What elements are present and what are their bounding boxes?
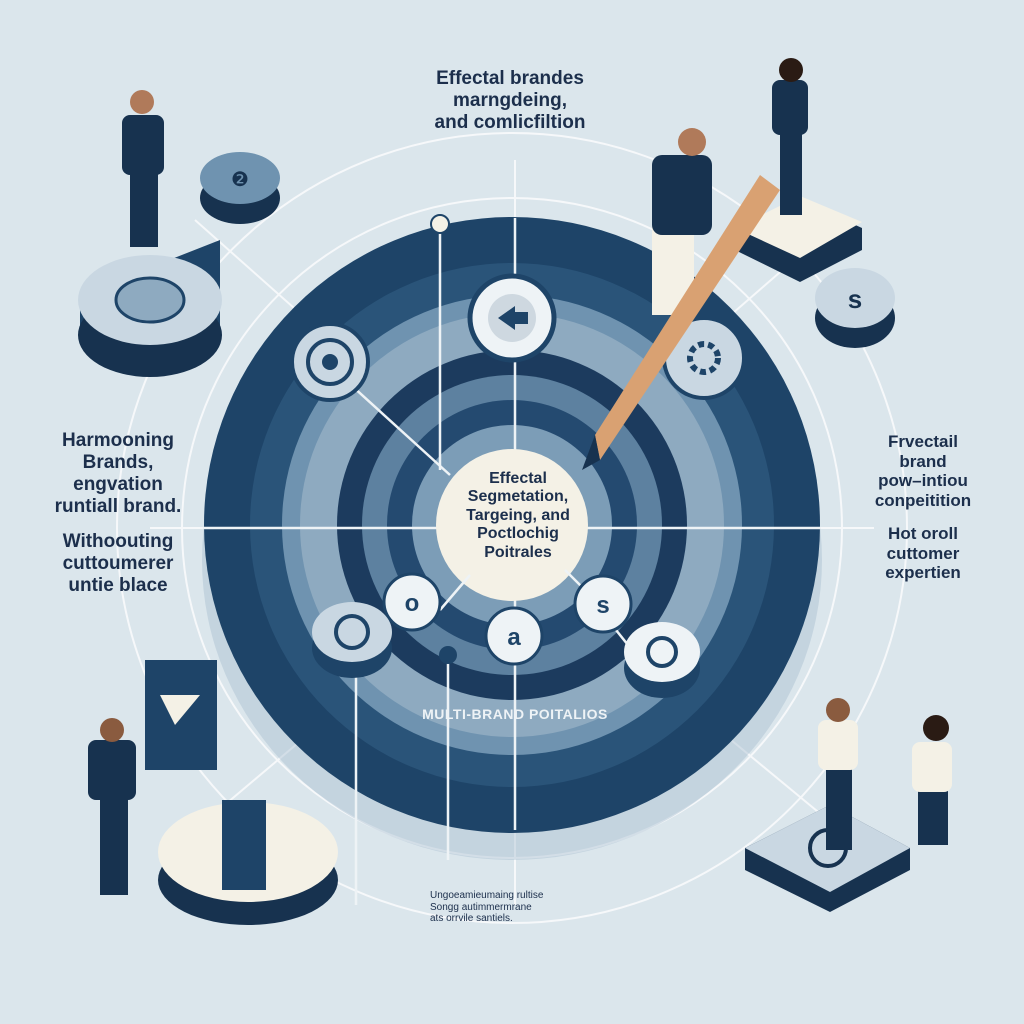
bottom-caption: Ungoeamieumaing rultise Songg autimmermr… (430, 890, 544, 924)
left-caption: Harmooning Brands, engvation runtiall br… (54, 430, 182, 597)
arrow-node-top (467, 273, 557, 363)
platform-right-swap: s (815, 268, 895, 348)
pencil-icon (595, 175, 780, 460)
top-caption: Effectal brandes marngdeing, and comlicf… (434, 68, 586, 133)
node-letter-o: o (405, 590, 420, 617)
platform-right-top (735, 58, 862, 282)
platform-left-bottom (88, 660, 338, 925)
node-letter-a: a (507, 624, 521, 651)
target-node-bottom-left (312, 602, 392, 678)
letter-node-s: s (573, 574, 633, 634)
target-node-left (290, 322, 370, 402)
pin-icon (439, 646, 457, 664)
platform-right-bottom (745, 698, 952, 912)
swap-icon: s (848, 284, 862, 314)
ring-label-bottom: MULTI-BRAND POITALIOS (422, 706, 608, 722)
arrow-icon (498, 306, 528, 330)
letter-node-a: a (484, 606, 544, 666)
platform-small-top: ❷ (200, 152, 280, 224)
target-icon (334, 614, 370, 650)
node-letter-s: s (596, 592, 609, 619)
center-hub (436, 449, 588, 601)
person-with-pencil (582, 128, 780, 470)
letter-node-o: o (382, 572, 442, 632)
target-icon (306, 338, 354, 386)
svg-text:❷: ❷ (231, 169, 249, 191)
target-node-bottom-right (624, 622, 700, 698)
platform-left-top (78, 90, 222, 377)
pin-icon (430, 214, 450, 234)
swap-icon (160, 695, 200, 725)
target-icon (646, 636, 678, 668)
gear-icon (687, 341, 721, 375)
center-caption: Effectal Segmetation, Targeing, and Poct… (466, 470, 570, 561)
right-caption: Frvectail brand pow–intiou conpeitition … (874, 432, 972, 583)
